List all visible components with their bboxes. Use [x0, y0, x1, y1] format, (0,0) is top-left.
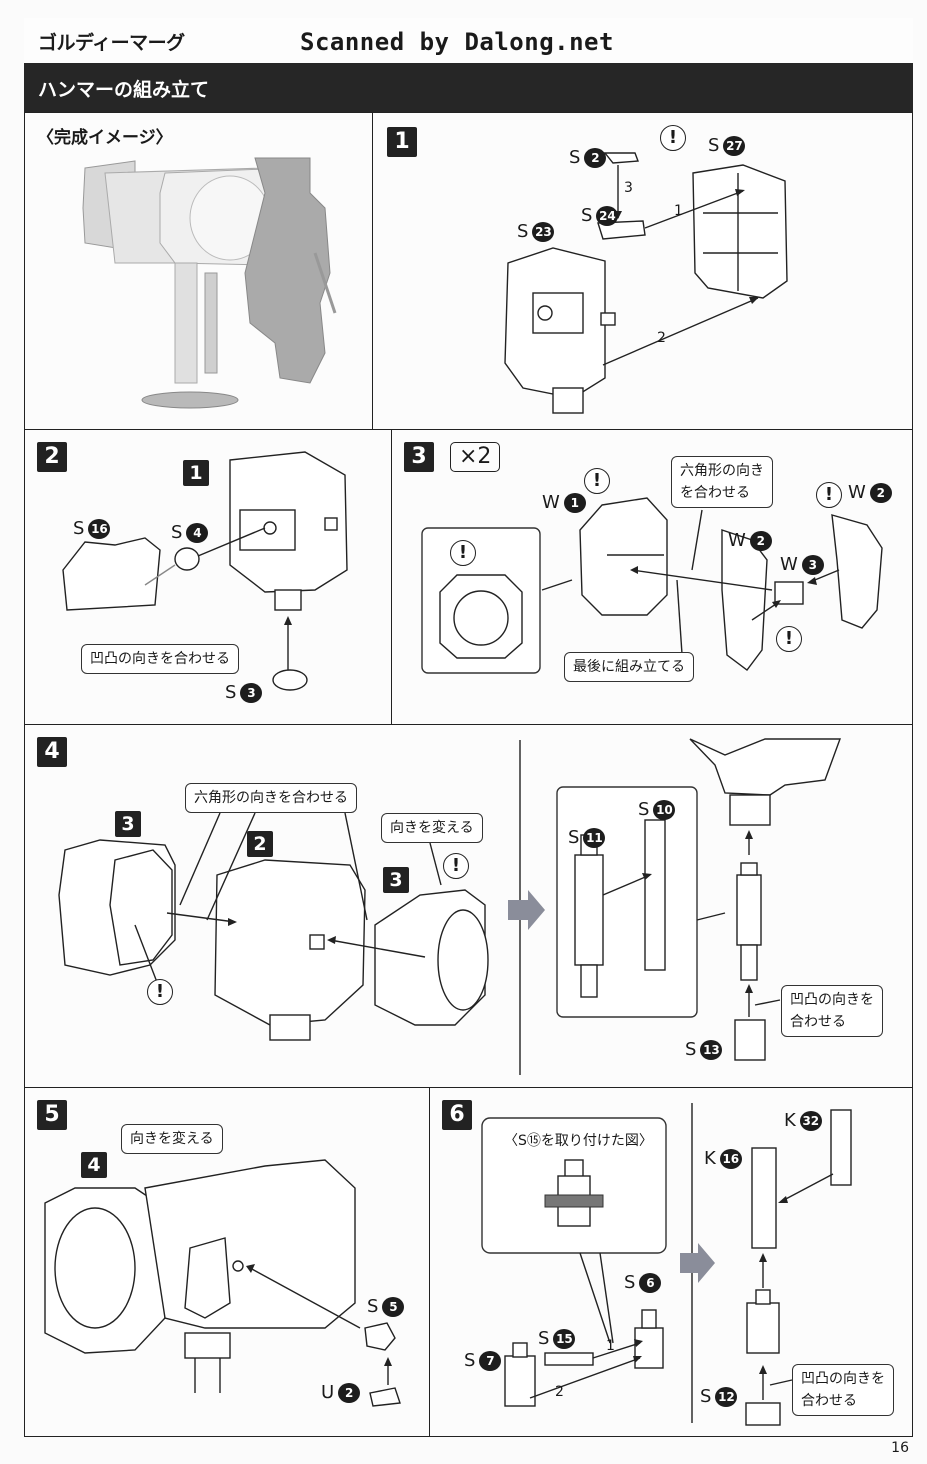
reference-step: 4	[81, 1152, 107, 1178]
step-5-illustration	[44, 1159, 401, 1407]
sequence-marker: 2	[555, 1384, 564, 1400]
callout: 向きを変える	[121, 1124, 223, 1154]
step-number: 1	[387, 127, 417, 157]
model-name: ゴルディーマーグ	[38, 32, 185, 54]
warning-icon: !	[450, 540, 476, 566]
watermark: Scanned by Dalong.net	[300, 28, 614, 56]
completed-hammer-illustration	[82, 157, 337, 409]
step-number: 4	[37, 737, 67, 767]
callout: 凹凸の向きを 合わせる	[781, 985, 883, 1037]
page-number: 16	[891, 1440, 909, 1456]
callout: 凹凸の向きを合わせる	[81, 644, 239, 674]
step-number: 6	[442, 1100, 472, 1130]
step-1-illustration	[504, 152, 788, 414]
step-4-illustration	[58, 738, 842, 1075]
warning-icon: !	[776, 626, 802, 652]
step-number: 3	[404, 442, 434, 472]
header-bar: ゴルディーマーグ Scanned by Dalong.net	[24, 18, 913, 64]
sequence-marker: 1	[674, 203, 683, 219]
callout: 向きを変える	[381, 813, 483, 843]
sequence-marker: 2	[657, 330, 666, 346]
step-number: 5	[37, 1100, 67, 1130]
completed-image-panel: 〈完成イメージ〉	[24, 112, 373, 430]
sequence-marker: 1	[606, 1338, 615, 1354]
callout: 六角形の向きを合わせる	[185, 783, 357, 813]
warning-icon: !	[584, 468, 610, 494]
warning-icon: !	[816, 482, 842, 508]
reference-step: 3	[383, 867, 409, 893]
callout: 最後に組み立てる	[564, 652, 694, 682]
warning-icon: !	[443, 853, 469, 879]
inset-caption: 〈S⑮を取り付けた図〉	[504, 1133, 653, 1149]
reference-step: 3	[115, 811, 141, 837]
warning-icon: !	[147, 979, 173, 1005]
warning-icon: !	[660, 125, 686, 151]
reference-step: 1	[183, 460, 209, 486]
step-2-illustration	[62, 451, 348, 691]
multiplier-badge: ×2	[450, 442, 501, 472]
step-6-illustration	[481, 1103, 852, 1426]
section-bar: ハンマーの組み立て	[24, 63, 913, 113]
callout: 凹凸の向きを 合わせる	[792, 1364, 894, 1416]
callout: 六角形の向き を合わせる	[671, 456, 773, 508]
reference-step: 2	[247, 831, 273, 857]
step-3-illustration	[421, 497, 883, 674]
completed-image-caption: 〈完成イメージ〉	[37, 128, 173, 148]
section-title: ハンマーの組み立て	[38, 79, 210, 101]
step-number: 2	[37, 442, 67, 472]
sequence-marker: 3	[624, 180, 633, 196]
